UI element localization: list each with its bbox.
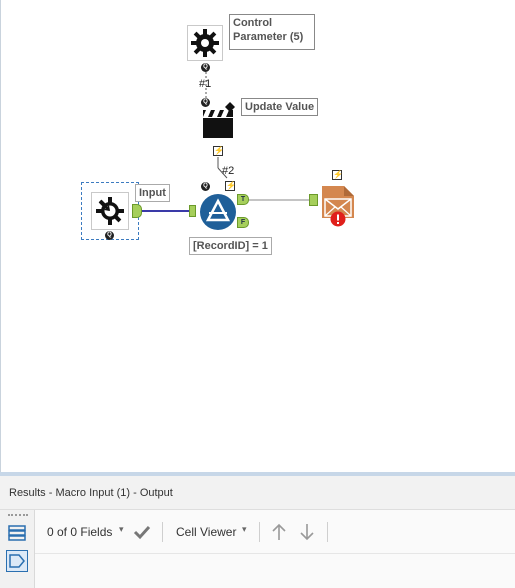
update-value-tool[interactable]	[200, 100, 238, 140]
toolbar-separator-1	[162, 522, 163, 542]
macro-input-tool[interactable]	[91, 192, 129, 230]
tag-icon	[9, 554, 25, 568]
filter-input-anchor[interactable]	[189, 205, 196, 217]
results-toolbar: 0 of 0 Fields ▾ Cell Viewer ▾	[35, 510, 515, 554]
filter-expression-label: [RecordID] = 1	[189, 237, 272, 255]
macro-input-icon	[96, 197, 124, 225]
q-badge-update[interactable]: Q	[201, 98, 210, 107]
q-badge-control[interactable]: Q	[201, 63, 210, 72]
control-parameter-label: Control Parameter (5)	[229, 14, 315, 50]
toolbar-separator-3	[327, 522, 328, 542]
macro-output-input-anchor[interactable]	[309, 194, 318, 206]
viewer-chevron-down-icon[interactable]: ▾	[242, 524, 247, 534]
table-view-button[interactable]	[6, 522, 28, 544]
control-parameter-tool[interactable]	[187, 25, 223, 61]
filter-false-anchor[interactable]: F	[237, 217, 249, 228]
checkmark-icon[interactable]	[133, 524, 151, 540]
toolbar-separator-2	[259, 522, 260, 542]
bolt-badge-output[interactable]: ⚡	[332, 170, 343, 180]
connection-label-2: #2	[222, 165, 235, 177]
rows-icon	[8, 525, 26, 541]
filter-true-anchor[interactable]: T	[237, 194, 249, 205]
fields-count-dropdown[interactable]: 0 of 0 Fields	[47, 525, 113, 539]
q-badge-filter[interactable]: Q	[201, 182, 210, 191]
results-side-toolbar	[0, 510, 35, 588]
control-parameter-label-line1: Control	[233, 17, 273, 29]
grip-handle[interactable]	[8, 514, 28, 518]
bolt-badge-filter[interactable]: ⚡	[225, 181, 236, 191]
clapperboard-icon	[203, 102, 235, 138]
results-grid[interactable]	[35, 554, 515, 588]
filter-triangle-icon	[200, 194, 236, 230]
results-header: Results - Macro Input (1) - Output	[0, 476, 515, 510]
control-parameter-label-line2: Parameter (5)	[233, 31, 304, 43]
cell-viewer-dropdown[interactable]: Cell Viewer	[176, 525, 237, 539]
error-icon	[330, 211, 346, 227]
tag-view-button[interactable]	[6, 550, 28, 572]
macro-input-label: Input	[135, 184, 170, 202]
connections-layer	[141, 72, 309, 212]
panel-splitter[interactable]	[0, 472, 515, 476]
fields-chevron-down-icon[interactable]: ▾	[119, 524, 124, 534]
bolt-badge-update[interactable]: ⚡	[213, 146, 224, 156]
wire-update-to-filter-2	[217, 167, 228, 179]
connection-label-1: #1	[199, 78, 212, 90]
workflow-canvas[interactable]: Control Parameter (5) Q #1 Q Update Valu…	[0, 0, 515, 474]
gear-icon	[191, 29, 219, 57]
update-value-label: Update Value	[241, 98, 319, 116]
filter-tool[interactable]	[199, 193, 237, 231]
macro-input-output-anchor[interactable]	[132, 204, 142, 218]
arrow-up-icon[interactable]	[271, 523, 287, 541]
q-badge-input[interactable]: Q	[105, 231, 114, 240]
results-title: Results - Macro Input (1) - Output	[9, 487, 173, 499]
arrow-down-icon[interactable]	[299, 523, 315, 541]
